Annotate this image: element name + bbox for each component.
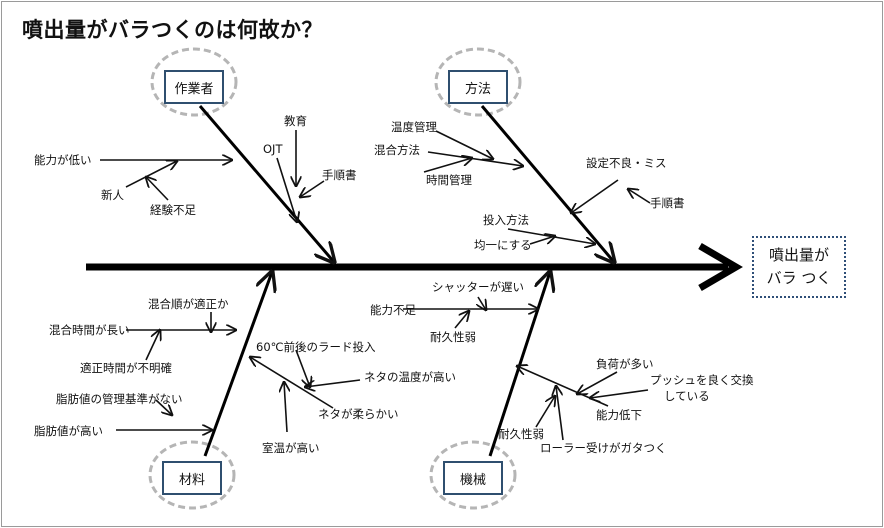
cause-pusher-line-1: プッシュを良く交換 — [650, 373, 754, 387]
cause-ability-drop: 能力低下 — [596, 408, 642, 422]
cause-uniform: 均一にする — [474, 238, 532, 252]
temperature-control-arrow — [435, 130, 493, 159]
effect-box: 噴出量が バラ つく — [752, 236, 846, 298]
cause-roller-rattle: ローラー受けがガタつく — [540, 441, 667, 455]
cause-fat-standard-missing: 脂肪値の管理基準がない — [56, 392, 183, 406]
newcomer-arrow — [125, 161, 177, 188]
cause-mix-order: 混合順が適正か — [148, 297, 229, 311]
lard-60-arrow — [295, 349, 310, 387]
cause-proper-time-unclear: 適正時間が不明確 — [80, 361, 172, 375]
proper-time-unclear-arrow — [145, 330, 160, 361]
machine-circle — [429, 440, 517, 510]
heavy-load-arrow — [577, 371, 618, 394]
cause-room-temp-high: 室温が高い — [262, 441, 320, 455]
category-method: 方法 — [448, 70, 508, 104]
cause-worker-procedure: 手順書 — [322, 168, 357, 182]
cause-temperature-control: 温度管理 — [391, 120, 437, 134]
ability-drop-arrow — [517, 366, 609, 407]
cause-setting-error: 設定不良・ミス — [586, 156, 667, 170]
cause-ability-poor: 能力不足 — [370, 303, 416, 317]
cause-input-method: 投入方法 — [483, 213, 529, 227]
cause-neta-temp-high: ネタの温度が高い — [364, 370, 456, 384]
lack-experience-arrow — [146, 177, 169, 201]
cause-method-procedure: 手順書 — [650, 196, 685, 210]
material-circle — [148, 440, 236, 510]
mixing-method-arrow — [427, 151, 523, 166]
ojt-arrow — [276, 157, 297, 222]
cause-newcomer: 新人 — [101, 188, 124, 202]
pusher-arrow — [590, 389, 649, 398]
material-bone — [203, 272, 272, 457]
method-procedure-arrow — [628, 189, 651, 204]
worker-circle — [150, 47, 238, 117]
category-worker: 作業者 — [164, 70, 224, 104]
cause-mixing-method: 混合方法 — [374, 143, 420, 157]
cause-neta-soft: ネタが柔らかい — [318, 407, 399, 421]
cause-time-control: 時間管理 — [426, 173, 472, 187]
cause-durability-weak: 耐久性弱 — [430, 330, 476, 344]
method-circle — [434, 47, 522, 117]
spine-arrowhead — [698, 242, 743, 292]
method-bone — [480, 105, 614, 262]
cause-durability-weak-2: 耐久性弱 — [498, 427, 544, 441]
effect-line-2: バラ つく — [766, 269, 832, 287]
worker-procedure-arrow — [300, 180, 325, 197]
diagram-title: 噴出量がバラつくのは何故か？ — [22, 18, 323, 42]
cause-heavy-load: 負荷が多い — [596, 357, 654, 371]
roller-rattle-arrow — [556, 386, 564, 441]
room-temp-high-arrow — [284, 382, 287, 433]
effect-line-1: 噴出量が — [768, 246, 829, 264]
machine-bone — [488, 272, 550, 457]
shutter-slow-arrow — [478, 296, 486, 310]
fat-standard-missing-arrow — [155, 399, 172, 415]
worker-bone — [198, 105, 334, 262]
category-material: 材料 — [162, 461, 222, 495]
time-control-arrow — [423, 158, 472, 173]
neta-soft-arrow — [250, 357, 334, 409]
durability-weak2-arrow — [535, 396, 555, 428]
cause-lack-experience: 経験不足 — [150, 203, 196, 217]
cause-mix-time-long: 混合時間が長い — [49, 323, 130, 337]
cause-low-ability: 能力が低い — [34, 153, 92, 167]
cause-pusher-line-2: している — [664, 389, 710, 403]
durability-weak-arrow — [454, 311, 469, 329]
setting-error-arrow — [571, 179, 619, 213]
cause-shutter-slow: シャッターが遅い — [432, 280, 524, 294]
cause-lard-60: 60℃前後のラード投入 — [256, 340, 376, 354]
uniform-arrow — [529, 236, 555, 245]
cause-ojt: OJT — [263, 142, 283, 156]
cause-fat-high: 脂肪値が高い — [34, 424, 103, 438]
category-machine: 機械 — [443, 461, 503, 495]
cause-education: 教育 — [284, 114, 307, 128]
neta-temp-high-arrow — [305, 379, 361, 387]
